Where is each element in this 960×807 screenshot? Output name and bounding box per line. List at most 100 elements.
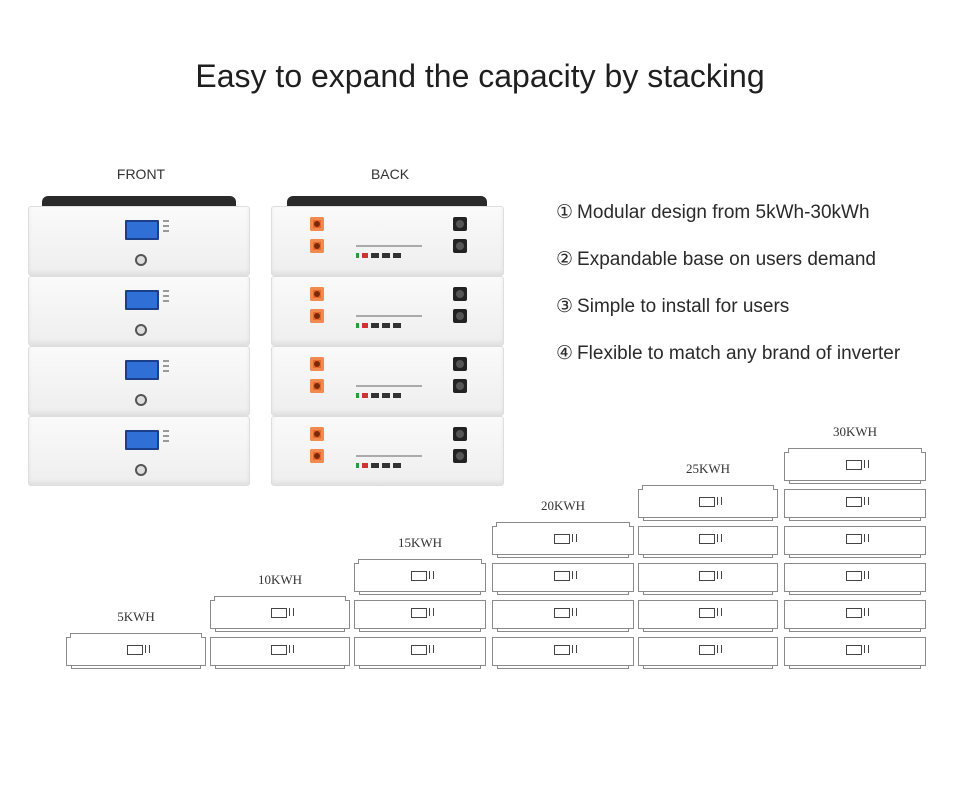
mini-buttons-icon — [572, 645, 577, 653]
battery-module-back — [271, 206, 504, 276]
power-knob-icon — [135, 254, 147, 266]
battery-module-outline — [210, 596, 350, 632]
capacity-label: 25KWH — [685, 461, 731, 476]
mini-screen-icon — [411, 571, 427, 581]
mini-buttons-icon — [572, 608, 577, 616]
module-base — [497, 591, 629, 595]
lcd-display — [125, 220, 159, 240]
mini-buttons-icon — [864, 497, 869, 505]
comm-port-icon — [453, 357, 467, 371]
positive-terminal-icon — [310, 217, 324, 231]
battery-module-back — [271, 346, 504, 416]
battery-module-outline — [638, 600, 778, 632]
battery-module-outline — [492, 600, 634, 632]
mini-screen-icon — [554, 645, 570, 655]
battery-module-outline — [638, 526, 778, 558]
mini-buttons-icon — [717, 534, 722, 542]
mini-buttons-icon — [864, 608, 869, 616]
battery-module-outline — [354, 559, 486, 595]
negative-terminal-icon — [310, 379, 324, 393]
mini-screen-icon — [699, 571, 715, 581]
mini-screen-icon — [846, 571, 862, 581]
mini-buttons-icon — [864, 534, 869, 542]
module-base — [643, 665, 773, 669]
mini-buttons-icon — [429, 645, 434, 653]
mini-screen-icon — [411, 608, 427, 618]
indicator-strip — [356, 463, 401, 468]
battery-module-front — [28, 206, 250, 276]
mini-buttons-icon — [864, 645, 869, 653]
module-base — [215, 665, 345, 669]
power-knob-icon — [135, 464, 147, 476]
battery-module-outline — [784, 637, 926, 669]
battery-module-front — [28, 276, 250, 346]
mini-screen-icon — [554, 534, 570, 544]
back-battery-stack — [271, 196, 504, 490]
module-base — [497, 628, 629, 632]
mini-screen-icon — [846, 497, 862, 507]
back-label: BACK — [370, 166, 410, 182]
module-base — [359, 628, 481, 632]
mini-screen-icon — [846, 460, 862, 470]
battery-module-outline — [638, 637, 778, 669]
positive-terminal-icon — [310, 427, 324, 441]
comm-port-icon — [453, 449, 467, 463]
battery-module-outline — [784, 526, 926, 558]
module-base — [643, 628, 773, 632]
capacity-label: 15KWH — [397, 535, 443, 550]
mini-screen-icon — [699, 645, 715, 655]
battery-module-outline — [492, 563, 634, 595]
mini-screen-icon — [699, 497, 715, 507]
battery-module-outline — [784, 563, 926, 595]
battery-module-outline — [784, 600, 926, 632]
port-labels — [356, 385, 422, 387]
module-base — [359, 591, 481, 595]
battery-module-front — [28, 416, 250, 486]
lcd-buttons — [163, 220, 169, 235]
mini-buttons-icon — [429, 608, 434, 616]
power-knob-icon — [135, 394, 147, 406]
mini-buttons-icon — [429, 571, 434, 579]
lcd-display — [125, 430, 159, 450]
mini-buttons-icon — [572, 534, 577, 542]
mini-screen-icon — [699, 608, 715, 618]
port-labels — [356, 315, 422, 317]
front-battery-stack — [28, 196, 250, 490]
mini-screen-icon — [846, 608, 862, 618]
comm-port-icon — [453, 287, 467, 301]
battery-module-outline — [638, 563, 778, 595]
negative-terminal-icon — [310, 239, 324, 253]
mini-buttons-icon — [289, 645, 294, 653]
mini-buttons-icon — [717, 608, 722, 616]
port-labels — [356, 455, 422, 457]
battery-lid — [42, 196, 236, 206]
module-base — [497, 665, 629, 669]
lcd-buttons — [163, 430, 169, 445]
battery-module-front — [28, 346, 250, 416]
module-lid — [214, 596, 346, 601]
positive-terminal-icon — [310, 357, 324, 371]
module-base — [359, 665, 481, 669]
front-label: FRONT — [116, 166, 166, 182]
mini-buttons-icon — [864, 460, 869, 468]
module-base — [215, 628, 345, 632]
lcd-buttons — [163, 360, 169, 375]
battery-module-outline — [354, 637, 486, 669]
power-knob-icon — [135, 324, 147, 336]
battery-module-outline — [638, 485, 778, 521]
positive-terminal-icon — [310, 287, 324, 301]
negative-terminal-icon — [310, 449, 324, 463]
module-base — [71, 665, 201, 669]
lcd-buttons — [163, 290, 169, 305]
module-base — [643, 591, 773, 595]
mini-buttons-icon — [717, 497, 722, 505]
indicator-strip — [356, 253, 401, 258]
mini-buttons-icon — [717, 571, 722, 579]
mini-screen-icon — [554, 608, 570, 618]
mini-screen-icon — [271, 645, 287, 655]
comm-port-icon — [453, 309, 467, 323]
capacity-label: 20KWH — [540, 498, 586, 513]
battery-module-outline — [66, 633, 206, 669]
